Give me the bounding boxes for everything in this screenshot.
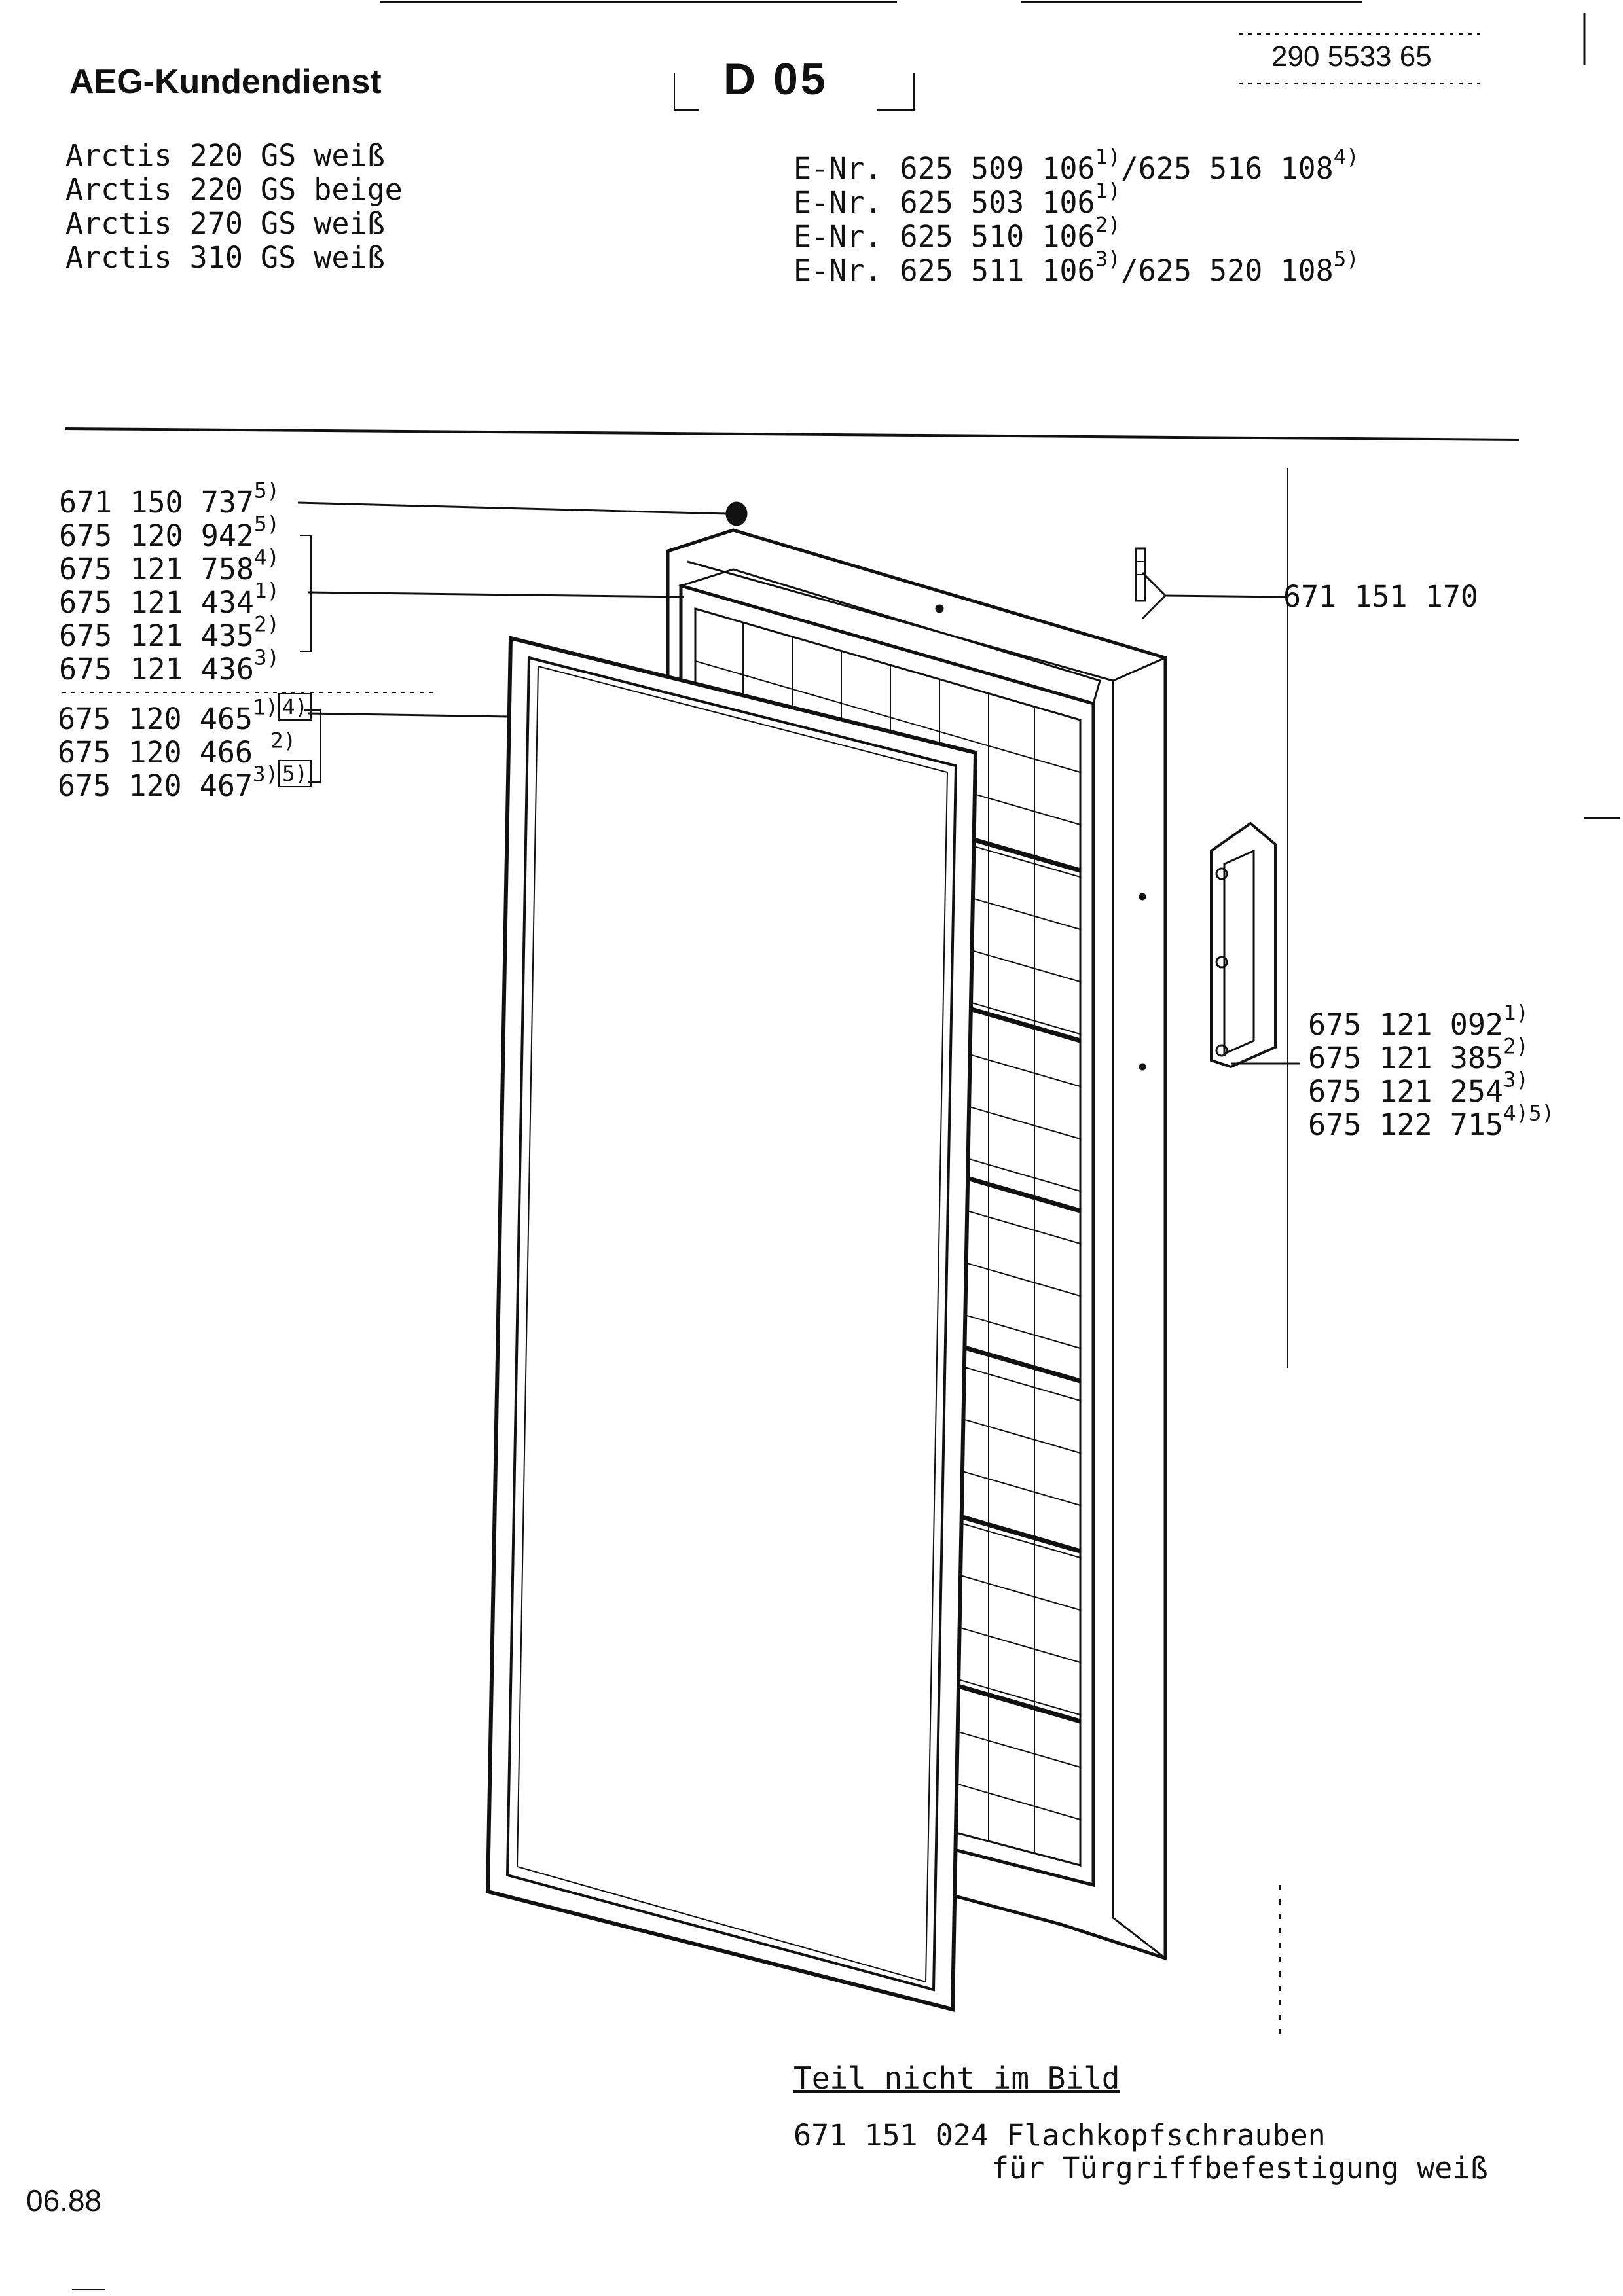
liner-shelf-rails [695, 757, 1081, 1724]
footnote-marker: 1) [1095, 178, 1121, 204]
part-number: 671 150 737 [59, 485, 255, 520]
part-row: 675 121 4352) [59, 613, 280, 653]
footnote-marker: 1) [1503, 1000, 1529, 1026]
enr-alt-number: /625 516 108 [1120, 151, 1334, 186]
part-number: 675 121 758 [59, 552, 255, 586]
footnote-marker: 5) [1333, 246, 1359, 272]
enr-number: E-Nr. 625 503 106 [793, 185, 1095, 220]
part-number: 675 121 435 [59, 619, 255, 653]
footnote-marker: 3) [254, 645, 280, 670]
enr-row: E-Nr. 625 511 1063)/625 520 1085) [793, 248, 1359, 288]
footnote-marker: 2) [254, 611, 280, 637]
code-bracket-left [674, 73, 699, 111]
part-number: 675 121 436 [59, 652, 255, 687]
part-number: 675 120 465 [58, 702, 253, 736]
part-row: 675 121 0921) [1308, 1002, 1554, 1042]
part-row: 675 120 466 2) [58, 730, 312, 770]
top-plug-part [725, 501, 748, 526]
enr-number: E-Nr. 625 510 106 [793, 219, 1095, 254]
footnote-marker: 1) [253, 694, 279, 720]
footnote-marker: 2) [270, 728, 297, 753]
outer-door [666, 528, 1167, 1961]
document-number: 290 5533 65 [1271, 41, 1432, 73]
footnote-marker: 5) [254, 511, 280, 537]
footnote-marker-boxed: 4) [278, 693, 312, 721]
part-row: 675 121 2543) [1308, 1069, 1554, 1109]
part-number: 675 121 385 [1308, 1041, 1504, 1075]
part-row: 675 121 7584) [59, 547, 280, 586]
footer-date: 06.88 [26, 2183, 102, 2217]
liner-grid [695, 622, 1081, 1854]
gasket-part-list: 675 120 4651)4) 675 120 466 2) 675 120 4… [58, 693, 312, 803]
hinge-pin-part [1135, 547, 1146, 602]
model-list: Arctis 220 GS weiß Arctis 220 GS beige A… [65, 139, 403, 275]
part-row: 675 120 9425) [59, 513, 280, 553]
enr-number: E-Nr. 625 509 106 [793, 151, 1095, 186]
part-number: 675 121 254 [1308, 1074, 1504, 1109]
model-item: Arctis 220 GS weiß [65, 138, 385, 173]
footnote-marker-boxed: 5) [278, 760, 312, 788]
part-number: 675 122 715 [1308, 1107, 1504, 1142]
footnote-marker: 4)5) [1503, 1100, 1555, 1126]
enr-number: E-Nr. 625 511 106 [793, 253, 1095, 288]
part-number: 675 120 942 [59, 518, 255, 553]
enr-list: E-Nr. 625 509 1061)/625 516 1084) E-Nr. … [793, 146, 1359, 288]
code-bracket-right [877, 73, 915, 111]
footnote-marker: 3) [253, 761, 279, 787]
not-shown-heading: Teil nicht im Bild [793, 2060, 1120, 2096]
part-number: 675 121 092 [1308, 1007, 1504, 1042]
enr-row: E-Nr. 625 509 1061)/625 516 1084) [793, 146, 1359, 186]
part-row: 675 121 4341) [59, 580, 280, 620]
page-title: AEG-Kundendienst [69, 63, 382, 101]
part-row: 675 121 4363) [59, 647, 280, 687]
footnote-marker: 3) [1503, 1067, 1529, 1092]
part-row: 675 121 3852) [1308, 1035, 1554, 1075]
not-shown-line: für Türgriffbefestigung weiß [991, 2151, 1488, 2185]
section-code: D 05 [723, 54, 828, 104]
footnote-marker: 2) [1503, 1033, 1529, 1059]
part-row: 671 150 7375) [59, 480, 280, 520]
header-separator [65, 427, 1520, 441]
footnote-marker: 5) [254, 478, 280, 503]
handle-part-list: 675 121 0921) 675 121 3852) 675 121 2543… [1308, 1002, 1554, 1142]
door-handle-part [1210, 821, 1277, 1069]
model-item: Arctis 270 GS weiß [65, 206, 385, 241]
inner-liner [677, 568, 1101, 1888]
enr-alt-number: /625 520 108 [1120, 253, 1334, 288]
model-item: Arctis 220 GS beige [65, 172, 403, 207]
enr-row: E-Nr. 625 510 1062) [793, 214, 1359, 254]
hinge-part-number: 671 151 170 [1283, 579, 1479, 614]
footnote-marker: 4) [254, 545, 280, 570]
not-shown-line: 671 151 024 Flachkopfschrauben [793, 2118, 1326, 2153]
footnote-marker: 1) [1095, 144, 1121, 170]
not-shown-part: 671 151 024 Flachkopfschrauben für Türgr… [793, 2119, 1488, 2185]
door-gasket [485, 636, 978, 2012]
part-row: 675 120 4651)4) [58, 693, 312, 736]
part-number: 675 120 467 [58, 768, 253, 803]
model-item: Arctis 310 GS weiß [65, 240, 385, 275]
footnote-marker: 4) [1333, 144, 1359, 170]
footnote-marker: 3) [1095, 246, 1121, 272]
part-row: 675 122 7154)5) [1308, 1102, 1554, 1142]
part-number: 675 121 434 [59, 585, 255, 620]
footnote-marker: 1) [254, 578, 280, 603]
footnote-marker: 2) [1095, 212, 1121, 238]
part-number: 675 120 466 [58, 735, 253, 770]
enr-row: E-Nr. 625 503 1061) [793, 180, 1359, 220]
liner-part-list: 671 150 7375) 675 120 9425) 675 121 7584… [59, 480, 280, 687]
part-row: 675 120 4673)5) [58, 760, 312, 803]
